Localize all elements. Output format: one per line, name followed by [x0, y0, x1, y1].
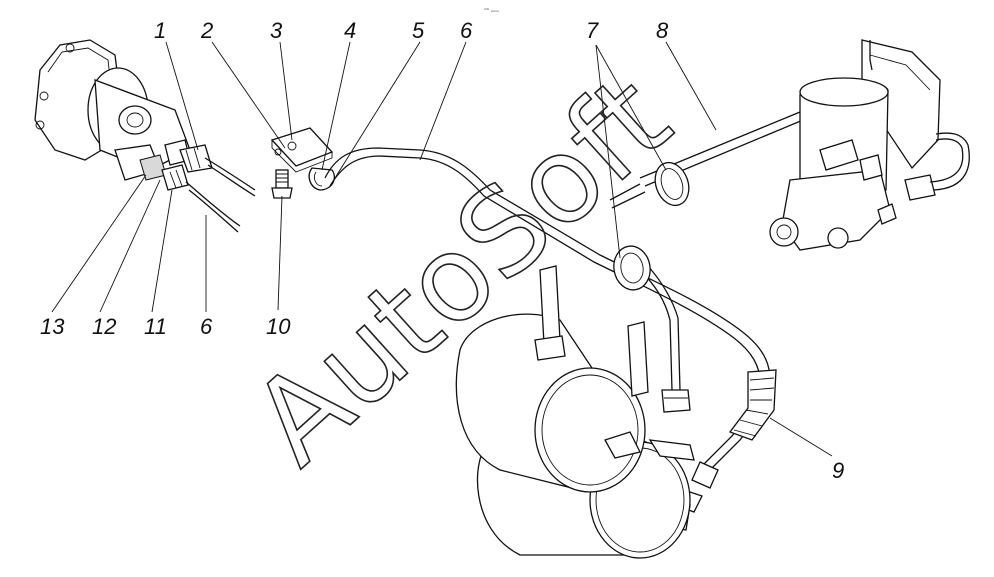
- bracket-3: [270, 127, 334, 173]
- tank-mount-right: [627, 321, 649, 397]
- callout-6-bottom: 6: [200, 314, 213, 339]
- callout-3: 3: [270, 18, 283, 43]
- compressor: [34, 39, 191, 181]
- callout-2: 2: [200, 18, 213, 43]
- leader-lines: [51, 41, 833, 457]
- callout-12: 12: [92, 314, 116, 339]
- air-dryer: [769, 39, 970, 251]
- outlet-fittings: [139, 144, 213, 191]
- callout-1: 1: [154, 18, 166, 43]
- hose-9: [728, 369, 777, 441]
- callout-6-top: 6: [460, 18, 473, 43]
- callout-10: 10: [266, 314, 291, 339]
- callout-4: 4: [344, 18, 356, 43]
- bolt-10: [271, 169, 293, 199]
- clamp-4: [308, 167, 335, 191]
- callout-8: 8: [656, 18, 669, 43]
- callout-11: 11: [144, 314, 167, 339]
- clamp-7b: [613, 245, 651, 291]
- receiver-tank-1: [455, 313, 695, 493]
- clamp-7a: [654, 161, 690, 207]
- tank-mount-left: [534, 265, 566, 361]
- compressor-hoses: [185, 157, 256, 233]
- callout-5: 5: [412, 18, 425, 43]
- callout-7: 7: [586, 18, 599, 43]
- top-mark: ᵐᵇ ₐₘₘ: [484, 8, 499, 14]
- callout-9: 9: [832, 458, 844, 483]
- callout-13: 13: [40, 314, 65, 339]
